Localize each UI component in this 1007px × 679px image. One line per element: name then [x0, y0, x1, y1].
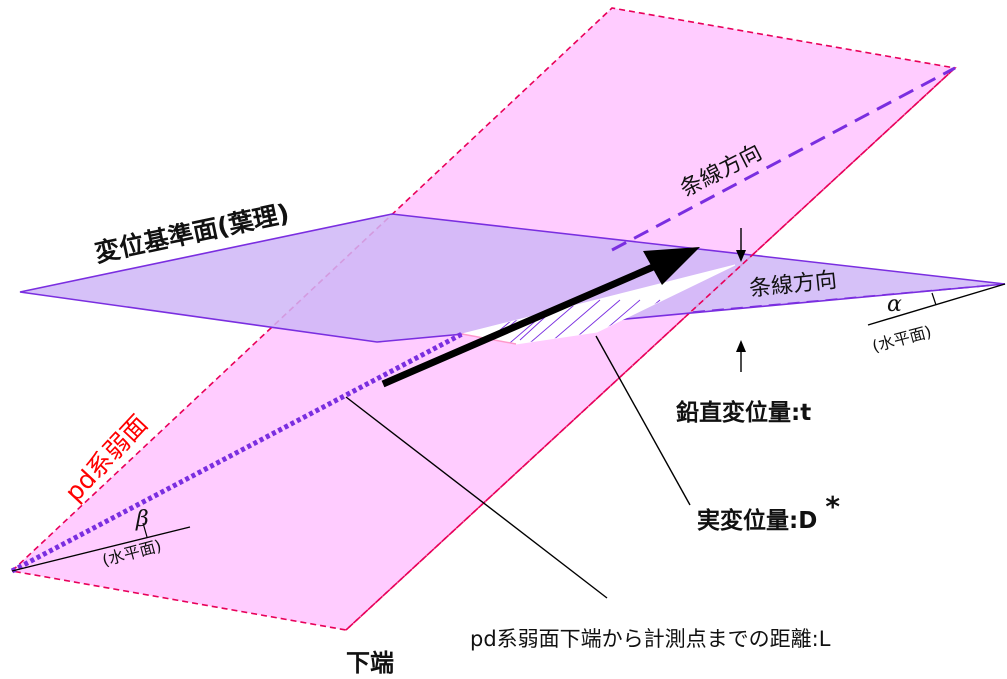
- horizontal-plane-label-right: (水平面): [870, 322, 933, 356]
- actual-displacement-label: 実変位量:D *: [697, 490, 840, 534]
- distance-label: pd系弱面下端から計測点までの距離:L: [470, 627, 831, 651]
- actual-displacement-text: 実変位量:D: [697, 507, 817, 534]
- striation-line-pd-dotted: [10, 331, 464, 574]
- horizontal-line-left: [11, 526, 191, 572]
- striation-line-upper: [611, 66, 956, 252]
- pd-plane-edge-line: [345, 67, 956, 631]
- beta-tick: [142, 522, 148, 538]
- striation-line-right: [692, 283, 1006, 313]
- alpha-tick: [931, 292, 937, 306]
- alpha-symbol: α: [887, 292, 902, 317]
- beta-symbol: β: [135, 507, 149, 532]
- vertical-displacement-label: 鉛直変位量:t: [676, 399, 811, 426]
- horizontal-line-right: [867, 283, 1006, 326]
- actual-displacement-superscript: *: [825, 490, 840, 523]
- leader-actual-displacement: [595, 335, 691, 506]
- lower-end-label: 下端: [346, 649, 394, 677]
- leader-distance: [345, 396, 608, 599]
- actual-displacement-arrow: [381, 247, 700, 388]
- vertical-displacement-arrows: [736, 228, 746, 372]
